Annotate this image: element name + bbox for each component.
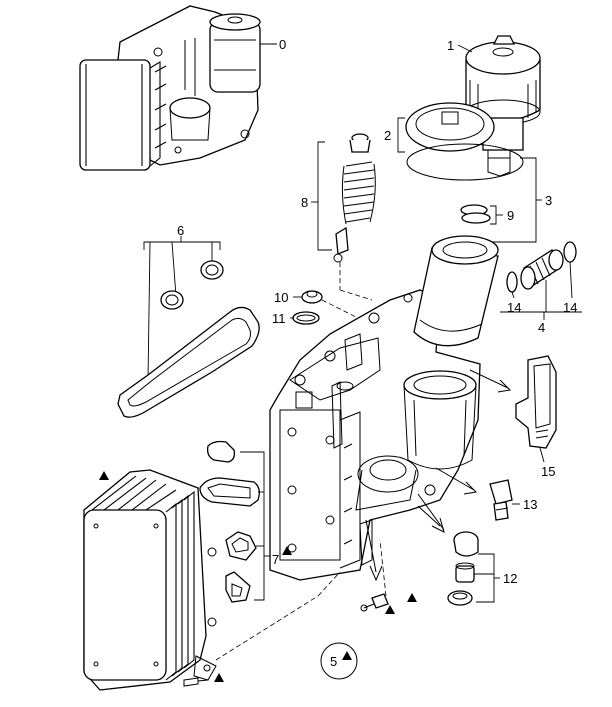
temperature-sensor xyxy=(435,467,520,521)
callout-4: 4 xyxy=(538,320,546,335)
plug-parts xyxy=(417,493,500,606)
triangle-marker-icon xyxy=(342,651,352,660)
callout-2: 2 xyxy=(384,128,392,143)
callout-14-right: 14 xyxy=(563,300,578,315)
seal-rings xyxy=(460,204,503,225)
callout-5-circle xyxy=(320,642,358,680)
callout-5: 5 xyxy=(330,654,338,669)
callout-3: 3 xyxy=(545,193,553,208)
o-ring-set xyxy=(397,102,524,181)
flow-arrows xyxy=(365,505,445,582)
callout-12: 12 xyxy=(503,571,518,586)
callout-13: 13 xyxy=(523,497,538,512)
plug-and-ring xyxy=(290,290,359,325)
pipe-connector xyxy=(500,241,582,320)
triangle-marker-icon xyxy=(407,593,417,602)
oil-cooler xyxy=(83,469,341,691)
pressure-relief-valve xyxy=(311,133,376,301)
callout-8: 8 xyxy=(301,195,309,210)
callout-1: 1 xyxy=(447,38,455,53)
callout-15: 15 xyxy=(541,464,556,479)
assembly-overview xyxy=(79,5,277,171)
triangle-marker-icon xyxy=(385,605,395,614)
filter-element xyxy=(413,235,499,347)
triangle-marker-icon xyxy=(99,471,109,480)
callout-11: 11 xyxy=(272,311,286,326)
triangle-marker-icon xyxy=(282,546,292,555)
callout-6: 6 xyxy=(177,223,185,238)
bracket-3 xyxy=(490,157,537,243)
callout-7: 7 xyxy=(272,552,280,567)
main-housing xyxy=(269,289,481,581)
bolts xyxy=(360,539,389,612)
gasket-kit xyxy=(117,236,260,418)
callout-14-left: 14 xyxy=(507,300,522,315)
callout-9: 9 xyxy=(507,208,515,223)
callout-10: 10 xyxy=(274,290,289,305)
callout-0: 0 xyxy=(279,37,287,52)
sensor-bracket xyxy=(469,355,557,463)
triangle-marker-icon xyxy=(214,673,224,682)
cooler-gaskets xyxy=(199,440,270,603)
